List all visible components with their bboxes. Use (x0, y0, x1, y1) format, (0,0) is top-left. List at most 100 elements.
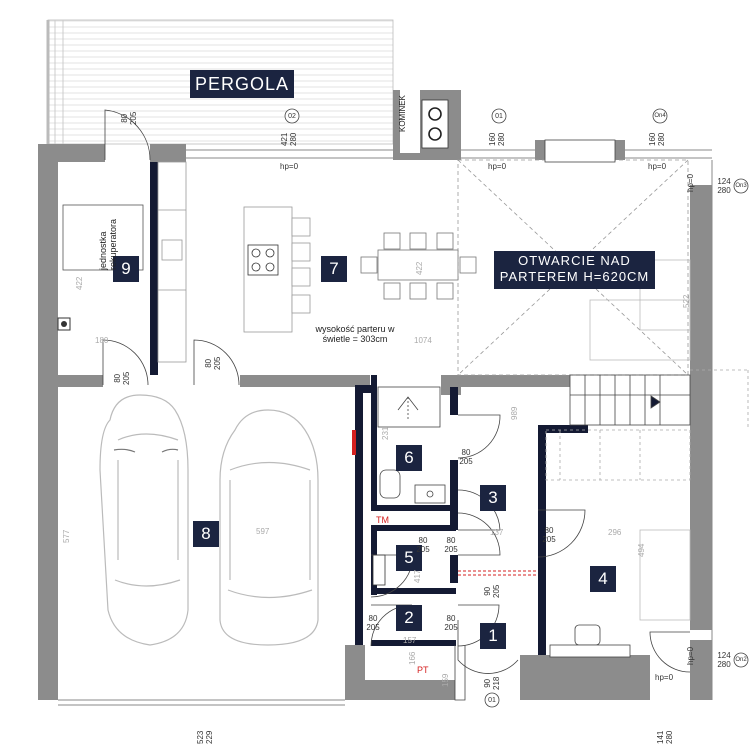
door-dim-9-w: 80 (113, 373, 122, 383)
fireplace (393, 90, 461, 160)
marker-on4: On4 (654, 113, 666, 119)
door-dim-7-w: 80 (204, 358, 213, 368)
gdim-231: 231 (381, 426, 390, 440)
door-dim-top-h: 205 (129, 111, 138, 125)
interior-walls (150, 162, 588, 655)
window-dim-on2-h: 280 (717, 660, 731, 669)
gdim-577: 577 (62, 529, 71, 543)
door-dim-4-w: 80 (544, 526, 554, 535)
window-dim-4-w: 141 (656, 730, 665, 744)
gdim-166: 166 (408, 651, 417, 665)
recuperator-label-line1: jednostka (98, 231, 108, 270)
car-right (219, 409, 319, 646)
door-dim-2a-w: 80 (368, 614, 378, 623)
room-3-badge: 3 (480, 485, 506, 511)
window-dim-on4-w: 160 (648, 132, 657, 146)
gdim-494: 494 (637, 543, 646, 557)
door-dim-4-h: 205 (542, 535, 556, 544)
gdim-157: 157 (403, 636, 417, 645)
height-note-line1: wysokość parteru w (315, 324, 395, 334)
door-dim-entry-w: 90 (483, 678, 492, 688)
dining-table (360, 232, 477, 300)
car-left (99, 394, 189, 646)
marker-on3: On3 (735, 183, 747, 189)
recuperator-label-line2: rekuperatora (108, 218, 118, 270)
door-dim-2b-h: 205 (444, 623, 458, 632)
gdim-137: 137 (490, 528, 504, 537)
marker-01-top: 01 (495, 113, 503, 120)
opening-label-line2: PARTEREM H=620CM (499, 269, 650, 284)
gdim-296: 296 (608, 528, 622, 537)
window-lines (58, 149, 713, 706)
tm-label: TM (376, 515, 389, 525)
marker-01-bottom: 01 (488, 697, 496, 704)
door-dim-5b-h: 205 (444, 545, 458, 554)
stairs (545, 369, 749, 481)
window-dim-on3-h: 280 (717, 186, 731, 195)
window-dim-o1-h: 280 (497, 132, 506, 146)
gdim-1074: 1074 (414, 336, 432, 345)
door-dim-2a-h: 205 (366, 623, 380, 632)
kitchen (157, 161, 311, 363)
pt-label: PT (417, 665, 429, 675)
room-4-badge: 4 (590, 566, 616, 592)
gdim-180: 180 (95, 336, 109, 345)
marker-02: 02 (288, 113, 296, 120)
opening-label: OTWARCIE NAD PARTEREM H=620CM (494, 251, 655, 289)
door-dim-5a-h: 205 (416, 545, 430, 554)
opening-label-line1: OTWARCIE NAD (518, 253, 631, 268)
hp-label-4: hp=0 (686, 173, 695, 192)
door-dim-5b-w: 80 (446, 536, 456, 545)
hp-label-6: hp=0 (655, 673, 674, 682)
window-dim-garage-w: 523 (196, 730, 205, 744)
door-dim-entry-h: 218 (492, 676, 501, 690)
window-dim-4-h: 280 (665, 730, 674, 744)
door-dim-1-h: 205 (492, 584, 501, 598)
room-5-badge: 5 (396, 545, 422, 571)
gdim-597: 597 (256, 527, 270, 536)
height-note-line2: świetle = 303cm (322, 334, 388, 344)
door-dim-9-h: 205 (122, 371, 131, 385)
door-dim-7-h: 205 (213, 356, 222, 370)
window-dim-o1-w: 160 (488, 132, 497, 146)
room-7-badge: 7 (321, 256, 347, 282)
recuperator-label: jednostka rekuperatora (98, 219, 118, 270)
hp-label-2: hp=0 (488, 162, 507, 171)
gdim-159: 159 (441, 673, 450, 687)
door-dim-5a-w: 80 (418, 536, 428, 545)
bath-fixtures (372, 386, 631, 658)
room-1-badge: 1 (480, 623, 506, 649)
window-dim-7-w: 421 (280, 132, 289, 146)
gdim-422a: 422 (75, 276, 84, 290)
kominek-label: KOMINEK (398, 95, 407, 132)
door-dim-1-w: 90 (483, 586, 492, 596)
door-dim-6-w: 80 (461, 448, 471, 457)
door-dim-top-w: 80 (120, 113, 129, 123)
window-dim-garage-h: 229 (205, 730, 214, 744)
gdim-417: 417 (413, 569, 422, 583)
hp-label-1: hp=0 (280, 162, 299, 171)
window-dim-on2-w: 124 (717, 651, 731, 660)
door-dim-2b-w: 80 (446, 614, 456, 623)
gdim-989: 989 (510, 406, 519, 420)
gdim-522: 522 (682, 294, 691, 308)
hp-label-3: hp=0 (648, 162, 667, 171)
room-6-badge: 6 (396, 445, 422, 471)
living-furniture (544, 139, 691, 621)
